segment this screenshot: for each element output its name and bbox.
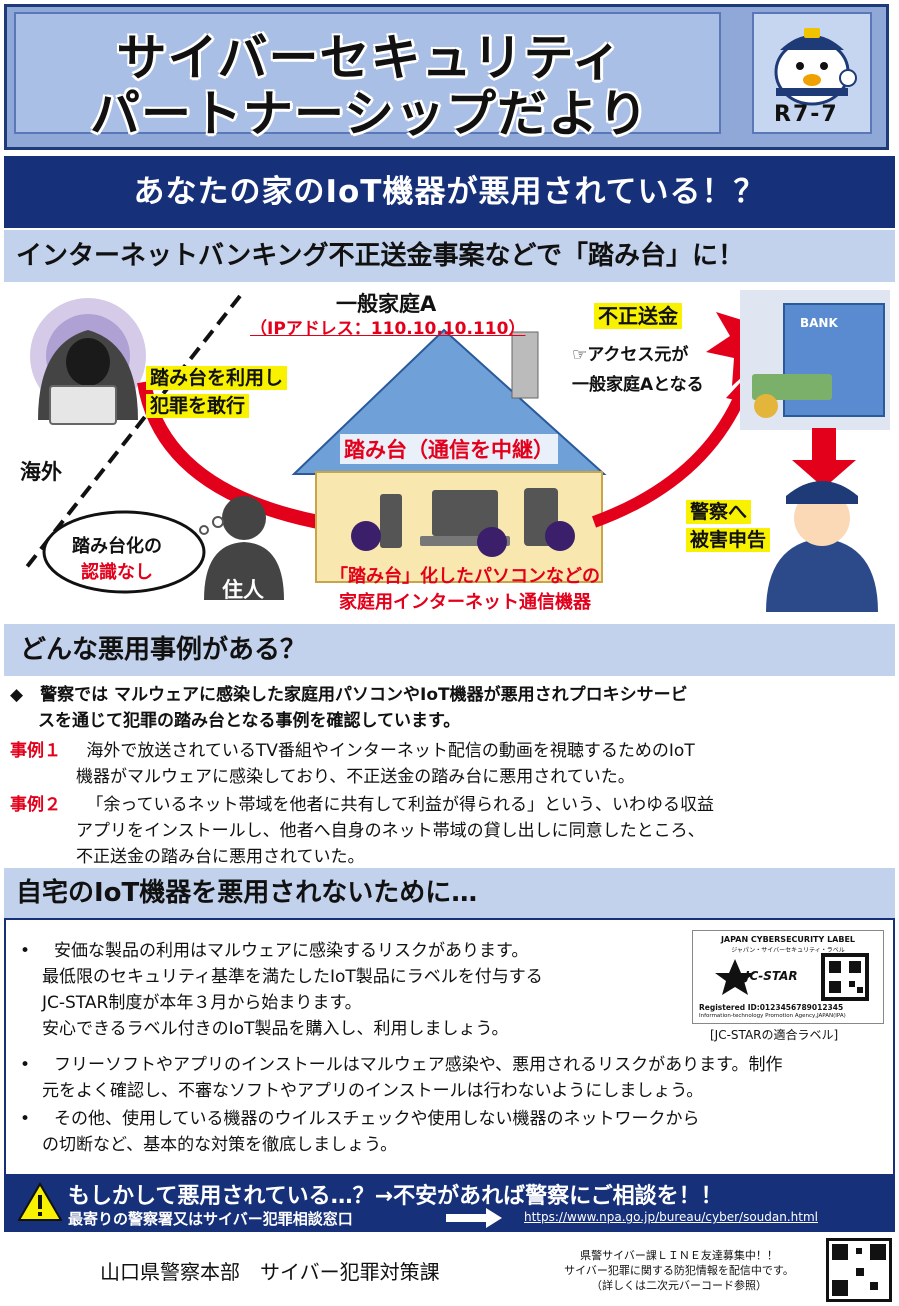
case-2-line-3: 不正送金の踏み台に悪用されていた。 [76,847,365,867]
bullet-1: •安価な製品の利用はマルウェアに感染するリスクがあります。 最低限のセキュリティ… [20,941,543,1039]
consult-url-link[interactable]: https://www.npa.go.jp/bureau/cyber/souda… [524,1210,818,1224]
relay-label: 踏み台（通信を中継） [340,434,558,464]
attacker-label: 踏み台を利用し 犯罪を敢行 [146,364,288,420]
section2-title: どんな悪用事例がある？ [4,624,895,676]
fraud-arrow [591,389,748,528]
jc-star-logo-icon [715,959,755,995]
case-2-tag: 事例２ [10,795,61,815]
lead-line-2: スを通じて犯罪の踏み台となる事例を確認しています。 [38,711,461,731]
bullet-2: •フリーソフトやアプリのインストールはマルウェア感染や、悪用されるリスクがありま… [20,1055,783,1101]
title-line-2: パートナーシップだより [90,85,649,143]
down-arrow-icon [792,428,856,488]
border-line [24,294,242,570]
case-1-tag: 事例１ [10,741,61,761]
title-line-1: サイバーセキュリティ [116,29,623,87]
bank-label: BANK [800,316,838,330]
overseas-label: 海外 [20,460,62,484]
hacker-icon [30,298,146,425]
case-1: 事例１ 海外で放送されているTV番組やインターネット配信の動画を視聴するためのI… [10,741,695,761]
case-2: 事例２ 「余っているネット帯域を他者に共有して利益が得られる」という、いわゆる収… [10,795,715,815]
mascot-box: R7-7 [752,12,872,134]
consult-sub: 最寄りの警察署又はサイバー犯罪相談窓口 [68,1210,353,1228]
right-arrow-icon [446,1208,502,1228]
virus-icons [351,521,575,557]
line-notice: 県警サイバー課ＬＩＮＥ友達募集中！！ サイバー犯罪に関する防犯情報を配信中です。… [564,1249,794,1292]
fraud-label: 不正送金 [594,300,682,329]
consult-alert: もしかして悪用されている…？→不安があれば警察にご相談を！！ [68,1184,723,1209]
organization-name: 山口県警察本部 サイバー犯罪対策課 [100,1260,440,1284]
usb-device-icon [380,494,402,548]
case-2-line-2: アプリをインストールし、他者へ自身のネット帯域の貸し出しに同意したところ、 [76,821,705,841]
case-1-line-2: 機器がマルウェアに感染しており、不正送金の踏み台に悪用されていた。 [76,767,635,787]
police-officer-icon [766,481,878,612]
resident-label: 住人 [222,578,264,602]
unaware-label: 踏み台化の 認識なし [72,536,162,583]
section3-body: •安価な製品の利用はマルウェアに感染するリスクがあります。 最低限のセキュリティ… [4,918,895,1176]
house-label: 一般家庭A [336,292,437,316]
section3-title: 自宅のIoT機器を悪用されないために… [4,868,895,918]
resident-icon [199,496,284,600]
lead-line-1: ◆ 警察では マルウェアに感染した家庭用パソコンやIoT機器が悪用されプロキシサ… [10,685,688,705]
laptop-icon [432,490,498,536]
label-caption: [JC-STARの適合ラベル] [710,1028,839,1042]
jc-star-label: JAPAN CYBERSECURITY LABEL ジャパン・サイバーセキュリテ… [692,930,884,1024]
diagram-area: 一般家庭A （IPアドレス：110.10.10.110） 踏み台を利用し 犯罪を… [4,282,895,622]
issue-tag: R7-7 [774,102,839,127]
access-note: ☞アクセス元が 一般家庭Aとなる [572,345,704,395]
title-box: サイバーセキュリティ パートナーシップだより [14,12,721,143]
section2-body: ◆ 警察では マルウェアに感染した家庭用パソコンやIoT機器が悪用されプロキシサ… [10,682,890,870]
line-qr-code-icon[interactable] [826,1238,894,1302]
police-report-label: 警察へ 被害申告 [686,498,771,554]
bank-icon [740,290,890,430]
headline-banner: あなたの家のIoT機器が悪用されている！？ [4,156,895,228]
devices-label: 「踏み台」化したパソコンなどの 家庭用インターネット通信機器 [330,566,600,613]
police-mascot-icon [774,28,857,106]
qr-code-icon [821,953,869,1001]
consult-banner: もしかして悪用されている…？→不安があれば警察にご相談を！！ 最寄りの警察署又は… [4,1176,895,1232]
thought-bubble [42,510,206,594]
section1-title: インターネットバンキング不正送金事案などで「踏み台」に！ [4,230,895,282]
bullet-3: •その他、使用している機器のウイルスチェックや使用しない機器のネットワークから … [20,1109,700,1155]
ip-label: （IPアドレス：110.10.10.110） [250,319,526,339]
warning-icon [18,1182,62,1221]
